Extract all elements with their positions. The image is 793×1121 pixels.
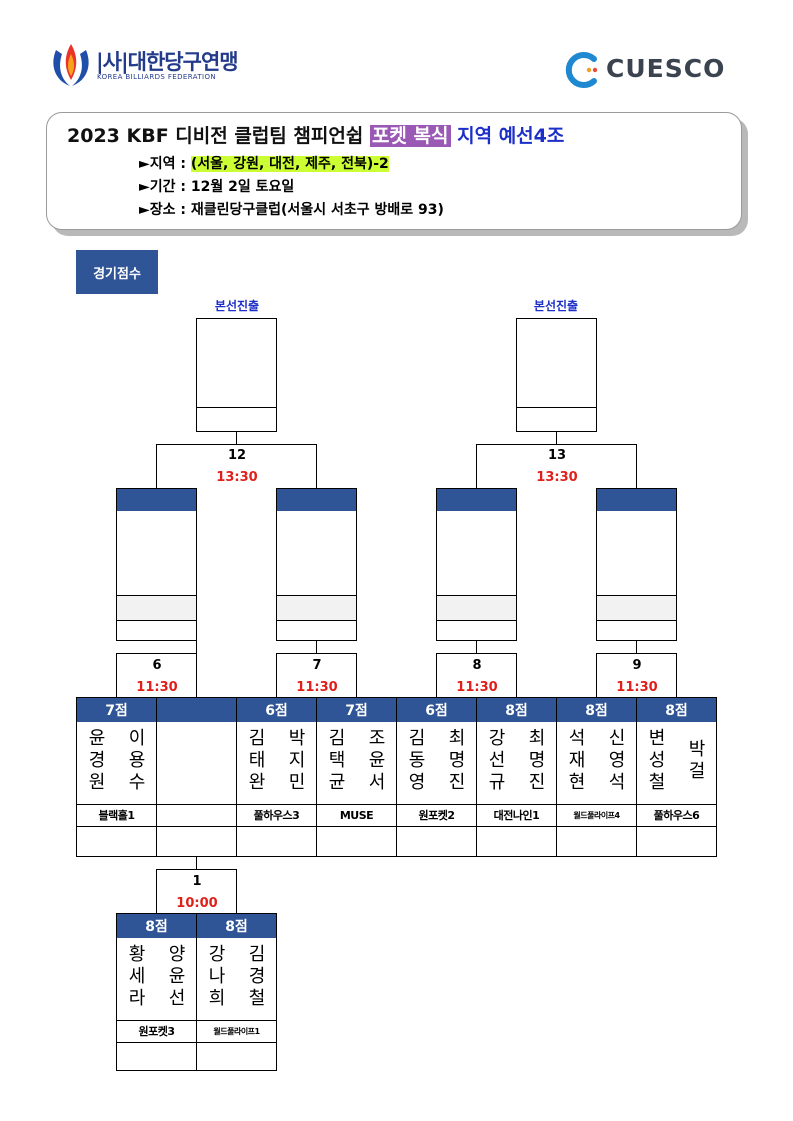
team-score: 6점 (237, 698, 316, 722)
team-score (157, 698, 236, 722)
team-cell-1: 7점 윤 경 원 이 용 수 블랙홀1 (76, 697, 157, 857)
region-value: (서울, 강원, 대전, 제주, 전북)-2 (190, 156, 389, 172)
final-time-13: 13:30 (536, 470, 578, 485)
player-name-1: 윤 경 원 (88, 728, 106, 793)
team-score: 8점 (637, 698, 716, 722)
team-score: 8점 (197, 914, 276, 938)
title-event-highlight: 포켓 복식 (369, 125, 451, 147)
qualifier-box-left (196, 318, 277, 432)
player-name-2: 신 영 석 (608, 728, 626, 793)
player-name-1: 강 나 희 (208, 944, 226, 1009)
info-region: ►지역 : (서울, 강원, 대전, 제주, 전북)-2 (139, 153, 389, 173)
team-club: 원포켓3 (117, 1020, 196, 1043)
team-score: 6점 (397, 698, 476, 722)
team-cell-7: 8점 석 재 현 신 영 석 월드풀라이프4 (556, 697, 637, 857)
period-value: 12월 2일 토요일 (190, 179, 295, 195)
winner-box-match-8 (436, 488, 517, 641)
prelim-team-cell-1: 8점 황 세 라 양 윤 선 원포켓3 (116, 913, 197, 1071)
kbf-emblem-icon (53, 44, 89, 86)
match-time-9: 11:30 (616, 680, 658, 695)
match-number-9: 9 (632, 658, 642, 673)
team-club: 원포켓2 (397, 804, 476, 827)
team-cell-6: 8점 강 선 규 최 명 진 대전나인1 (476, 697, 557, 857)
player-name-1: 변 성 철 (648, 728, 666, 793)
player-name-2: 조 윤 서 (368, 728, 386, 793)
score-badge: 경기점수 (76, 250, 158, 294)
team-club: MUSE (317, 804, 396, 827)
venue-label: ►장소 : (139, 202, 186, 218)
title-group: 지역 예선4조 (457, 125, 565, 147)
final-number-12: 12 (227, 448, 247, 463)
kbf-logo-subtext: KOREA BILLIARDS FEDERATION (97, 73, 217, 81)
advance-label-left: 본선진출 (214, 299, 260, 313)
player-name-1: 석 재 현 (568, 728, 586, 793)
team-score: 7점 (77, 698, 156, 722)
player-name-2: 최 명 진 (528, 728, 546, 793)
prelim-match-number: 1 (192, 874, 202, 889)
team-cell-4: 7점 김 택 균 조 윤 서 MUSE (316, 697, 397, 857)
winner-box-match-9 (596, 488, 677, 641)
team-club: 월드풀라이프1 (197, 1020, 276, 1043)
match-time-6: 11:30 (136, 680, 178, 695)
info-venue: ►장소 : 재클린당구클럽(서울시 서초구 방배로 93) (139, 199, 444, 219)
title-main: 2023 KBF 디비전 클럽팀 챔피언쉽 (67, 125, 364, 147)
match-number-8: 8 (472, 658, 482, 673)
player-name-2: 최 명 진 (448, 728, 466, 793)
team-club: 풀하우스3 (237, 804, 316, 827)
player-name-2: 양 윤 선 (168, 944, 186, 1009)
prelim-match-time: 10:00 (176, 896, 218, 911)
team-cell-2 (156, 697, 237, 857)
team-club: 풀하우스6 (637, 804, 716, 827)
match-time-7: 11:30 (296, 680, 338, 695)
period-label: ►기간 : (139, 179, 186, 195)
match-number-7: 7 (312, 658, 322, 673)
team-cell-5: 6점 김 동 영 최 명 진 원포켓2 (396, 697, 477, 857)
tournament-info-box: 2023 KBF 디비전 클럽팀 챔피언쉽 포켓 복식 지역 예선4조 ►지역 … (46, 112, 742, 230)
cuesco-logo: CUESCO (562, 50, 752, 94)
team-club: 대전나인1 (477, 804, 556, 827)
team-score: 8점 (557, 698, 636, 722)
team-club (157, 804, 236, 827)
player-name-1: 황 세 라 (128, 944, 146, 1009)
team-score: 7점 (317, 698, 396, 722)
team-club: 월드풀라이프4 (557, 804, 636, 827)
prelim-team-cell-2: 8점 강 나 희 김 경 철 월드풀라이프1 (196, 913, 277, 1071)
advance-label-right: 본선진출 (533, 299, 579, 313)
team-cell-3: 6점 김 태 완 박 지 민 풀하우스3 (236, 697, 317, 857)
cuesco-logo-text: CUESCO (606, 54, 726, 83)
player-name-1: 김 태 완 (248, 728, 266, 793)
kbf-logo-text: |사|대한당구연맹 (96, 50, 239, 74)
final-time-12: 13:30 (216, 470, 258, 485)
team-score: 8점 (477, 698, 556, 722)
player-name-1: 김 동 영 (408, 728, 426, 793)
info-period: ►기간 : 12월 2일 토요일 (139, 176, 294, 196)
kbf-logo: |사|대한당구연맹 KOREA BILLIARDS FEDERATION (48, 40, 258, 92)
match-number-6: 6 (152, 658, 162, 673)
qualifier-box-right (516, 318, 597, 432)
player-name-2: 박 걸 (688, 739, 706, 782)
winner-box-match-6 (116, 488, 197, 641)
player-name-2: 김 경 철 (248, 944, 266, 1009)
player-name-1: 강 선 규 (488, 728, 506, 793)
match-time-8: 11:30 (456, 680, 498, 695)
venue-value: 재클린당구클럽(서울시 서초구 방배로 93) (190, 202, 444, 218)
tournament-title: 2023 KBF 디비전 클럽팀 챔피언쉽 포켓 복식 지역 예선4조 (67, 121, 564, 148)
cuesco-emblem-icon (565, 52, 598, 88)
winner-box-match-7 (276, 488, 357, 641)
player-name-2: 이 용 수 (128, 728, 146, 793)
region-label: ►지역 : (139, 156, 186, 172)
player-name-1: 김 택 균 (328, 728, 346, 793)
team-cell-8: 8점 변 성 철 박 걸 풀하우스6 (636, 697, 717, 857)
player-name-2: 박 지 민 (288, 728, 306, 793)
team-club: 블랙홀1 (77, 804, 156, 827)
final-number-13: 13 (547, 448, 567, 463)
team-score: 8점 (117, 914, 196, 938)
